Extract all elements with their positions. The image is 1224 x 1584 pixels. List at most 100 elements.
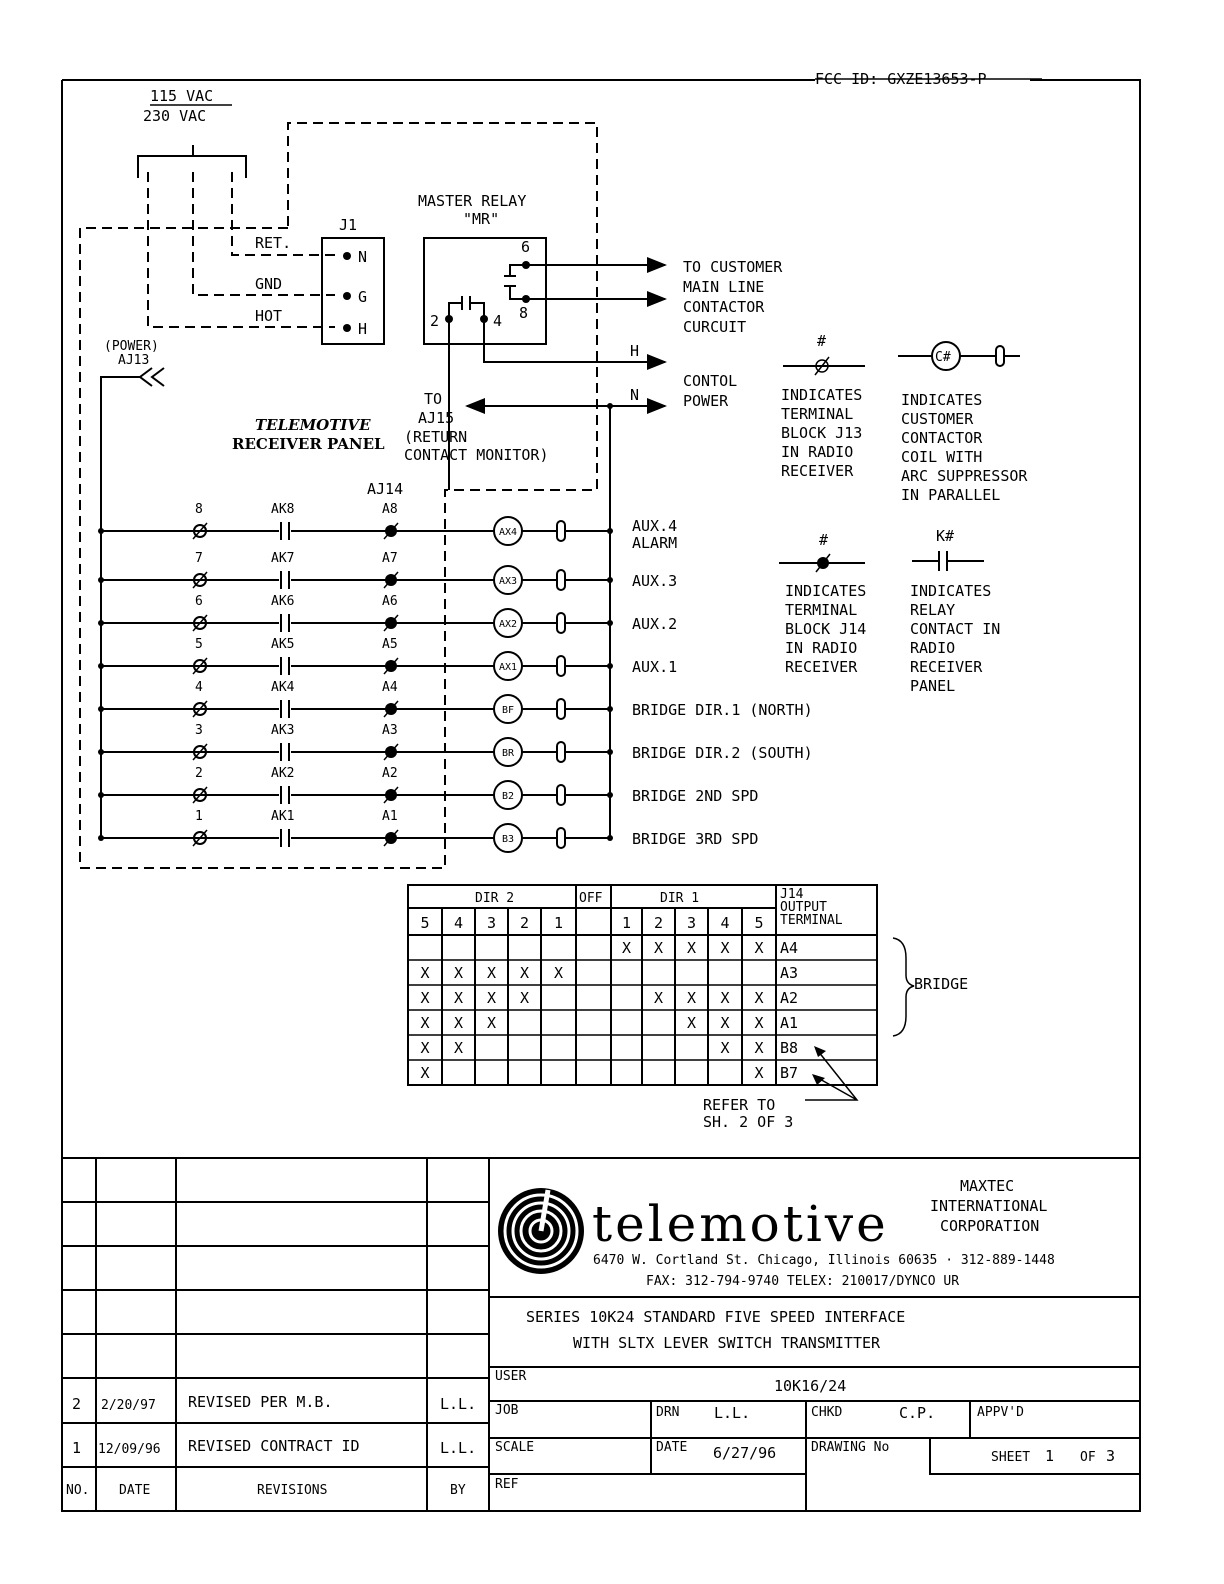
svg-text:CONTOL: CONTOL [683, 372, 737, 390]
of-label: OF [1080, 1450, 1096, 1465]
svg-text:K#: K# [936, 527, 954, 545]
corp-line: INTERNATIONAL [930, 1197, 1047, 1215]
control-power-label: CONTOL POWER [683, 372, 737, 410]
chkd-label: CHKD [811, 1405, 842, 1420]
user-value: 10K16/24 [774, 1377, 846, 1395]
coil-label: B3 [502, 834, 514, 845]
position-mark: X [420, 1039, 429, 1057]
svg-text:TERMINAL: TERMINAL [781, 405, 853, 423]
date-label: DATE [656, 1440, 687, 1455]
h-label: H [630, 342, 639, 360]
drn-label: DRN [656, 1405, 679, 1420]
legend-relay-contact: K# INDICATES RELAY CONTACT IN RADIO RECE… [910, 527, 1000, 695]
svg-text:MAIN LINE: MAIN LINE [683, 278, 764, 296]
svg-text:C#: C# [935, 350, 951, 365]
user-label: USER [495, 1369, 526, 1384]
svg-text:RECEIVER: RECEIVER [781, 462, 854, 480]
svg-text:CONTACTOR: CONTACTOR [901, 429, 983, 447]
rung-function-label: BRIDGE DIR.1 (NORTH) [632, 701, 813, 719]
position-mark: X [622, 939, 631, 957]
position-header: 1 [554, 914, 563, 932]
terminal-number: 7 [195, 551, 203, 566]
position-header: 3 [487, 914, 496, 932]
output-terminal: A1 [780, 1014, 798, 1032]
relay-id: AK8 [271, 502, 294, 517]
j14-id: A2 [382, 766, 398, 781]
position-mark: X [454, 964, 463, 982]
j1-label: J1 [339, 216, 357, 234]
svg-text:ARC SUPPRESSOR: ARC SUPPRESSOR [901, 467, 1028, 485]
sheet-border [61, 79, 1141, 1512]
svg-text:CONTACT MONITOR): CONTACT MONITOR) [404, 446, 549, 464]
svg-text:1: 1 [72, 1439, 81, 1457]
arc-suppressor [556, 520, 566, 542]
svg-text:REVISIONS: REVISIONS [257, 1483, 327, 1498]
drawing-no-label: DRAWING No [811, 1440, 889, 1455]
relay-pin-2: 2 [430, 312, 439, 330]
revision-row: 2 2/20/97 REVISED PER M.B. L.L. [72, 1393, 476, 1413]
svg-text:REVISED PER M.B.: REVISED PER M.B. [188, 1393, 333, 1411]
rung-function-label: AUX.4 [632, 517, 677, 535]
relay-contact [279, 828, 291, 848]
coil-label: AX1 [499, 662, 517, 673]
drawing-title-2: WITH SLTX LEVER SWITCH TRANSMITTER [573, 1334, 881, 1352]
terminal-number: 6 [195, 594, 203, 609]
corp-line: CORPORATION [940, 1217, 1039, 1235]
panel-label: RECEIVER PANEL [232, 435, 385, 453]
relay-id: AK6 [271, 594, 294, 609]
relay-id: AK2 [271, 766, 294, 781]
position-header: 3 [687, 914, 696, 932]
j13-terminal [193, 573, 207, 587]
output-terminal: A2 [780, 989, 798, 1007]
j1-block [321, 237, 385, 345]
terminal-number: 3 [195, 723, 203, 738]
sheet-label: SHEET [991, 1450, 1030, 1465]
j14-id: A4 [382, 680, 398, 695]
j1-hot-label: HOT [255, 307, 282, 325]
svg-text:TO CUSTOMER: TO CUSTOMER [683, 258, 783, 276]
position-mark: X [554, 964, 563, 982]
j14-id: A1 [382, 809, 398, 824]
coil-symbol [493, 516, 523, 546]
svg-text:DATE: DATE [119, 1483, 150, 1498]
svg-text:BLOCK J13: BLOCK J13 [781, 424, 862, 442]
arc-suppressor [556, 784, 566, 806]
position-mark: X [754, 1014, 763, 1032]
refer-label: REFER TO [703, 1096, 775, 1114]
svg-text:INDICATES: INDICATES [785, 582, 866, 600]
bridge-brace [892, 937, 915, 1037]
relay-contact [279, 785, 291, 805]
relay-contact [279, 521, 291, 541]
company-address: 6470 W. Cortland St. Chicago, Illinois 6… [593, 1253, 1055, 1268]
rung-function-sublabel: ALARM [632, 534, 677, 552]
drawing-title-1: SERIES 10K24 STANDARD FIVE SPEED INTERFA… [526, 1308, 905, 1326]
svg-text:INDICATES: INDICATES [901, 391, 982, 409]
position-mark: X [420, 1014, 429, 1032]
svg-text:RADIO: RADIO [910, 639, 955, 657]
position-mark: X [654, 989, 663, 1007]
svg-text:#: # [817, 332, 826, 350]
company-name: telemotive [592, 1195, 889, 1253]
return-contact-monitor-label: TO AJ15 (RETURN CONTACT MONITOR) [404, 390, 549, 464]
relay-contact [279, 699, 291, 719]
j14-id: A5 [382, 637, 398, 652]
position-mark: X [520, 964, 529, 982]
revision-row: 1 12/09/96 REVISED CONTRACT ID L.L. [72, 1437, 476, 1457]
aj13-label: AJ13 [118, 353, 149, 368]
output-terminal: A3 [780, 964, 798, 982]
position-mark: X [720, 939, 729, 957]
coil-label: BR [502, 748, 515, 759]
panel-brand: TELEMOTIVE [255, 416, 371, 434]
svg-text:TO: TO [424, 390, 442, 408]
arc-suppressor [556, 827, 566, 849]
svg-text:CURCUIT: CURCUIT [683, 318, 746, 336]
j13-terminal [193, 616, 207, 630]
svg-text:INDICATES: INDICATES [781, 386, 862, 404]
j14-id: A3 [382, 723, 398, 738]
relay-pin-8: 8 [519, 304, 528, 322]
title-block: 2 2/20/97 REVISED PER M.B. L.L. 1 12/09/… [62, 1157, 1140, 1511]
